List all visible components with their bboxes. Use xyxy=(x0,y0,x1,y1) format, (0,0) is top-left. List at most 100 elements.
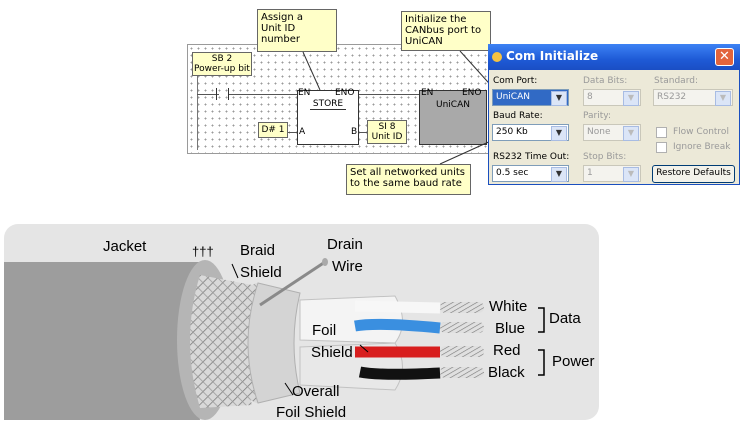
d1-constant-operand[interactable]: D# 1 xyxy=(258,122,288,138)
dialog-titlebar[interactable] xyxy=(488,44,740,70)
ignore-break-checkbox[interactable] xyxy=(656,142,667,153)
d1-label: D# 1 xyxy=(261,125,285,135)
drain-wire-label: Wire xyxy=(332,258,363,275)
blue-label: Blue xyxy=(495,320,526,337)
unican-en: EN xyxy=(421,88,434,98)
si8-id: SI 8 xyxy=(378,122,396,132)
callout-text: number xyxy=(261,34,301,45)
drain-wire xyxy=(259,260,326,307)
stop-bits-select[interactable]: 1 ▼ xyxy=(583,165,641,182)
blue-wire xyxy=(354,318,441,334)
overall-foil xyxy=(247,282,301,404)
store-name: STORE xyxy=(310,99,346,110)
flow-control-label: Flow Control xyxy=(673,127,729,137)
rung-line xyxy=(359,94,419,95)
callout-text: Assign a xyxy=(261,12,304,23)
red-strands xyxy=(440,346,484,357)
white-label: White xyxy=(489,298,528,315)
unican-eno: ENO xyxy=(462,88,482,98)
rung-line xyxy=(229,94,297,95)
baud-rate-select[interactable]: 250 Kb ▼ xyxy=(492,124,569,141)
standard-value: RS232 xyxy=(657,92,687,102)
store-eno: ENO xyxy=(335,88,355,98)
contact-left xyxy=(216,88,217,100)
callout-text: Initialize the xyxy=(405,14,467,25)
power-up-bit-operand[interactable]: SB 2 Power-up bit xyxy=(192,52,252,76)
data-bits-label: Data Bits: xyxy=(583,76,628,86)
chevron-down-icon: ▼ xyxy=(551,126,567,141)
baud-rate-value: 250 Kb xyxy=(496,127,528,137)
parity-value: None xyxy=(587,127,611,137)
standard-label: Standard: xyxy=(654,76,698,86)
sb2-id: SB 2 xyxy=(211,54,233,64)
callout-initialize-canbus: Initialize the CANbus port to UniCAN xyxy=(401,11,491,51)
baud-rate-label: Baud Rate: xyxy=(493,111,543,121)
callout-assign-unit-id: Assign a Unit ID number xyxy=(257,9,337,52)
black-wire xyxy=(358,366,441,380)
dialog-title: Com Initialize xyxy=(506,49,599,63)
si8-unit-id-operand[interactable]: SI 8 Unit ID xyxy=(367,120,407,144)
power-group-label: Power xyxy=(552,353,595,370)
drain-label: Drain xyxy=(327,236,363,253)
callout-text: Set all networked units xyxy=(350,167,465,178)
sb2-desc: Power-up bit xyxy=(194,64,250,74)
callout-text: to the same baud rate xyxy=(350,178,462,189)
timeout-select[interactable]: 0.5 sec ▼ xyxy=(492,165,569,182)
data-bits-select[interactable]: 8 ▼ xyxy=(583,89,641,106)
braid-daggers: ††† xyxy=(192,244,214,259)
chevron-down-icon: ▼ xyxy=(623,91,639,106)
close-icon: ✕ xyxy=(719,49,730,64)
data-group-label: Data xyxy=(549,310,581,327)
jacket-label: Jacket xyxy=(103,238,147,255)
callout-baud-rate: Set all networked units to the same baud… xyxy=(346,164,471,195)
white-wire xyxy=(354,300,441,314)
flow-control-checkbox[interactable] xyxy=(656,127,667,138)
wire xyxy=(287,132,297,133)
store-function-block[interactable] xyxy=(297,90,359,145)
store-input-a: A xyxy=(299,127,306,137)
braid-shield xyxy=(190,275,252,408)
cable-jacket xyxy=(4,262,200,420)
wire xyxy=(359,132,367,133)
chevron-down-icon: ▼ xyxy=(623,126,639,141)
timeout-label: RS232 Time Out: xyxy=(493,152,570,162)
unican-function-block[interactable] xyxy=(419,90,487,145)
callout-text: Unit ID xyxy=(261,23,296,34)
data-bits-value: 8 xyxy=(587,92,593,102)
app-icon xyxy=(492,52,502,62)
white-strands xyxy=(440,302,484,313)
power-bracket xyxy=(538,349,545,376)
rung-line xyxy=(197,94,219,95)
parity-select[interactable]: None ▼ xyxy=(583,124,641,141)
blue-strands xyxy=(440,322,484,333)
braid-shield-label: Shield xyxy=(240,264,282,281)
com-port-value: UniCAN xyxy=(496,92,530,102)
black-strands xyxy=(440,367,484,378)
contact-right xyxy=(228,88,229,100)
chevron-down-icon: ▼ xyxy=(715,91,731,106)
overall-foil-shield-label: Foil Shield xyxy=(276,404,347,421)
si8-desc: Unit ID xyxy=(371,132,403,142)
stop-bits-label: Stop Bits: xyxy=(583,152,627,162)
overall-label: Overall xyxy=(292,383,340,400)
close-button[interactable]: ✕ xyxy=(715,48,734,66)
ignore-break-label: Ignore Break xyxy=(673,142,731,152)
standard-select[interactable]: RS232 ▼ xyxy=(653,89,733,106)
ladder-power-rail xyxy=(197,55,198,150)
foil-shield-label: Shield xyxy=(311,344,353,361)
unican-name: UniCAN xyxy=(436,100,470,110)
parity-label: Parity: xyxy=(583,111,611,121)
restore-defaults-button[interactable]: Restore Defaults xyxy=(652,165,735,183)
callout-text: CANbus port to xyxy=(405,25,482,36)
stop-bits-value: 1 xyxy=(587,168,593,178)
timeout-value: 0.5 sec xyxy=(496,168,529,178)
callout-text: UniCAN xyxy=(405,36,443,47)
data-bracket xyxy=(538,307,545,333)
chevron-down-icon: ▼ xyxy=(551,167,567,182)
black-label: Black xyxy=(488,364,525,381)
com-port-select[interactable]: UniCAN ▼ xyxy=(492,89,569,106)
com-port-label: Com Port: xyxy=(493,76,538,86)
foil-label: Foil xyxy=(312,322,337,339)
chevron-down-icon: ▼ xyxy=(551,91,567,106)
